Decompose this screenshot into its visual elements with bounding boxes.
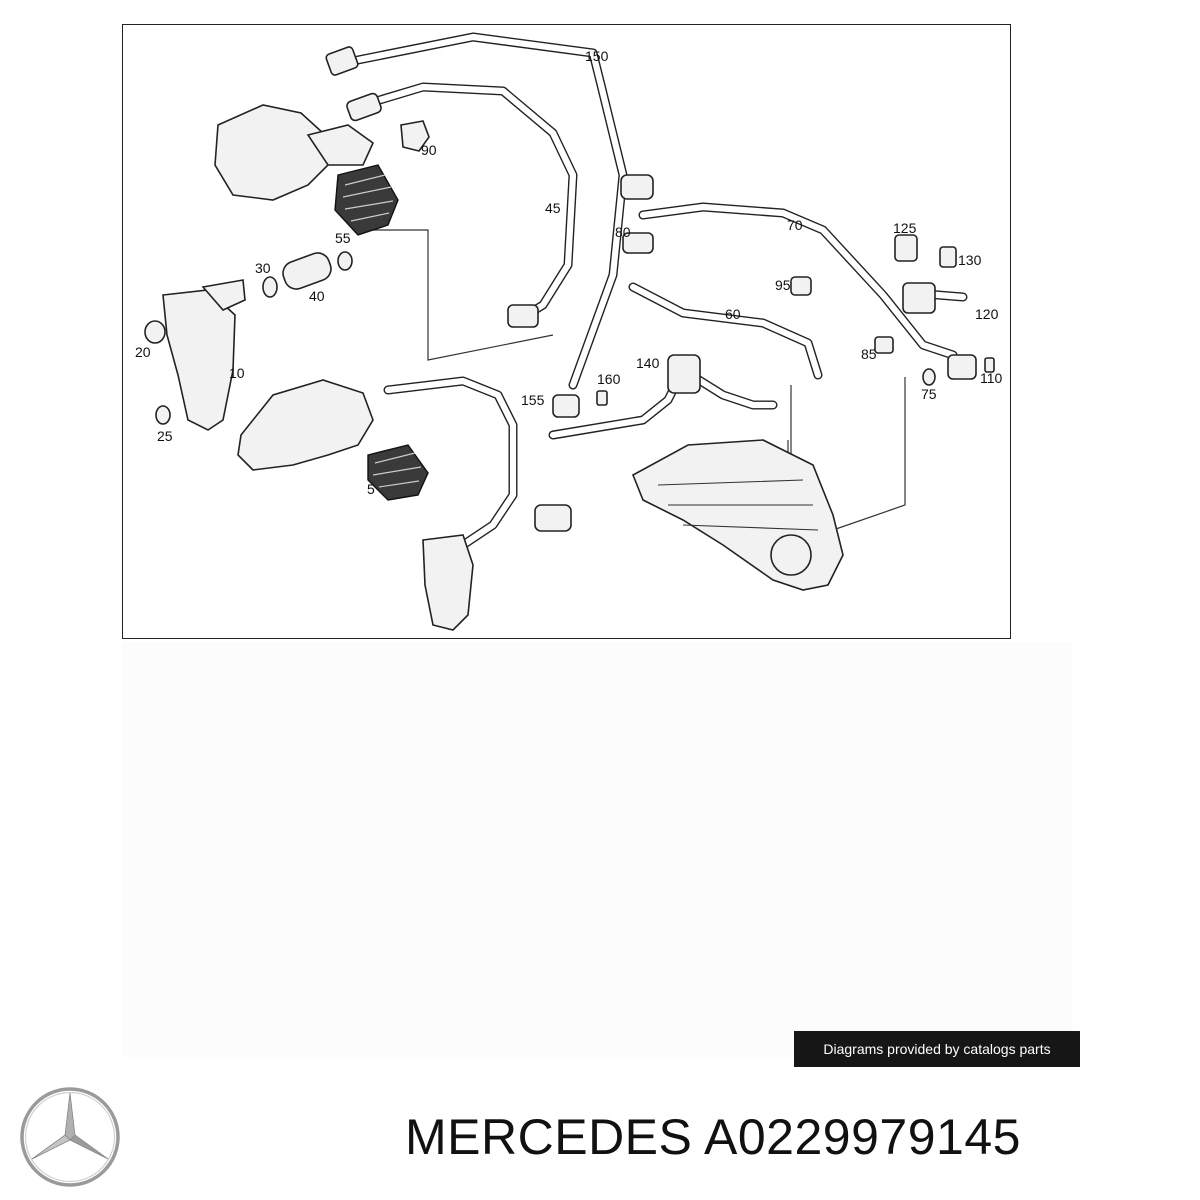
screw-110: [984, 357, 995, 373]
callout-150: 150: [585, 48, 609, 64]
bracket-lower: [422, 534, 474, 631]
callout-110: 110: [980, 370, 1003, 386]
clamp-90: [400, 120, 430, 152]
fitting-110: [947, 354, 977, 380]
part-caption: MERCEDES A0229979145: [405, 1108, 1021, 1166]
o-ring-25: [155, 405, 171, 425]
connector-lower: [534, 504, 572, 532]
callout-5: 5: [367, 481, 375, 497]
connector-80: [622, 232, 654, 254]
callout-155: 155: [521, 392, 545, 408]
intake-bellows-upper: [334, 164, 399, 236]
o-ring-30: [262, 276, 278, 298]
connector-upper: [620, 174, 654, 200]
o-ring-20: [144, 320, 166, 344]
callout-160: 160: [597, 371, 621, 387]
callout-130: 130: [958, 252, 982, 268]
diagram-frame: 150 90 45 55 30 40 20 10 25 5 80 70 95 6…: [122, 24, 1011, 639]
callout-120: 120: [975, 306, 999, 322]
sensor-140: [667, 354, 701, 394]
intake-manifold: [631, 439, 844, 591]
blank-area: [122, 642, 1072, 1057]
air-intake-lower: [237, 379, 429, 501]
callout-75: 75: [921, 386, 937, 402]
callout-70: 70: [787, 217, 803, 233]
hose-140: [548, 365, 778, 440]
clamp-95: [790, 276, 812, 296]
callout-55: 55: [335, 230, 351, 246]
mercedes-star-icon: [20, 1087, 120, 1187]
hose-60: [628, 282, 823, 380]
parts-diagram: 150 90 45 55 30 40 20 10 25 5 80 70 95 6…: [135, 32, 1003, 631]
hose-150: [338, 32, 628, 390]
hose-45: [358, 82, 578, 325]
callout-90: 90: [421, 142, 437, 158]
valve-120: [902, 282, 936, 314]
callout-80: 80: [615, 224, 631, 240]
callout-40: 40: [309, 288, 325, 304]
callout-60: 60: [725, 306, 741, 322]
callout-45: 45: [545, 200, 561, 216]
attribution-banner: Diagrams provided by catalogs parts: [794, 1031, 1080, 1067]
o-ring-75: [922, 368, 936, 386]
bolt-160: [596, 390, 608, 406]
hose-lower: [383, 376, 518, 550]
callout-95: 95: [775, 277, 791, 293]
bracket-10: [162, 279, 246, 431]
tube-40: [282, 252, 332, 290]
hose-70: [638, 202, 958, 360]
valve-45: [507, 304, 539, 328]
part-number: A0229979145: [704, 1109, 1021, 1165]
callout-30: 30: [255, 260, 271, 276]
callout-25: 25: [157, 428, 173, 444]
callout-20: 20: [135, 344, 151, 360]
sensor-125: [894, 234, 918, 262]
callout-85: 85: [861, 346, 877, 362]
clamp-155: [552, 394, 580, 418]
clip-130: [939, 246, 957, 268]
o-ring-55: [337, 251, 353, 271]
air-intake-upper: [214, 46, 382, 201]
clip-85: [874, 336, 894, 354]
brand-name: MERCEDES: [405, 1109, 693, 1165]
callout-10: 10: [229, 365, 245, 381]
callout-125: 125: [893, 220, 917, 236]
callout-140: 140: [636, 355, 660, 371]
